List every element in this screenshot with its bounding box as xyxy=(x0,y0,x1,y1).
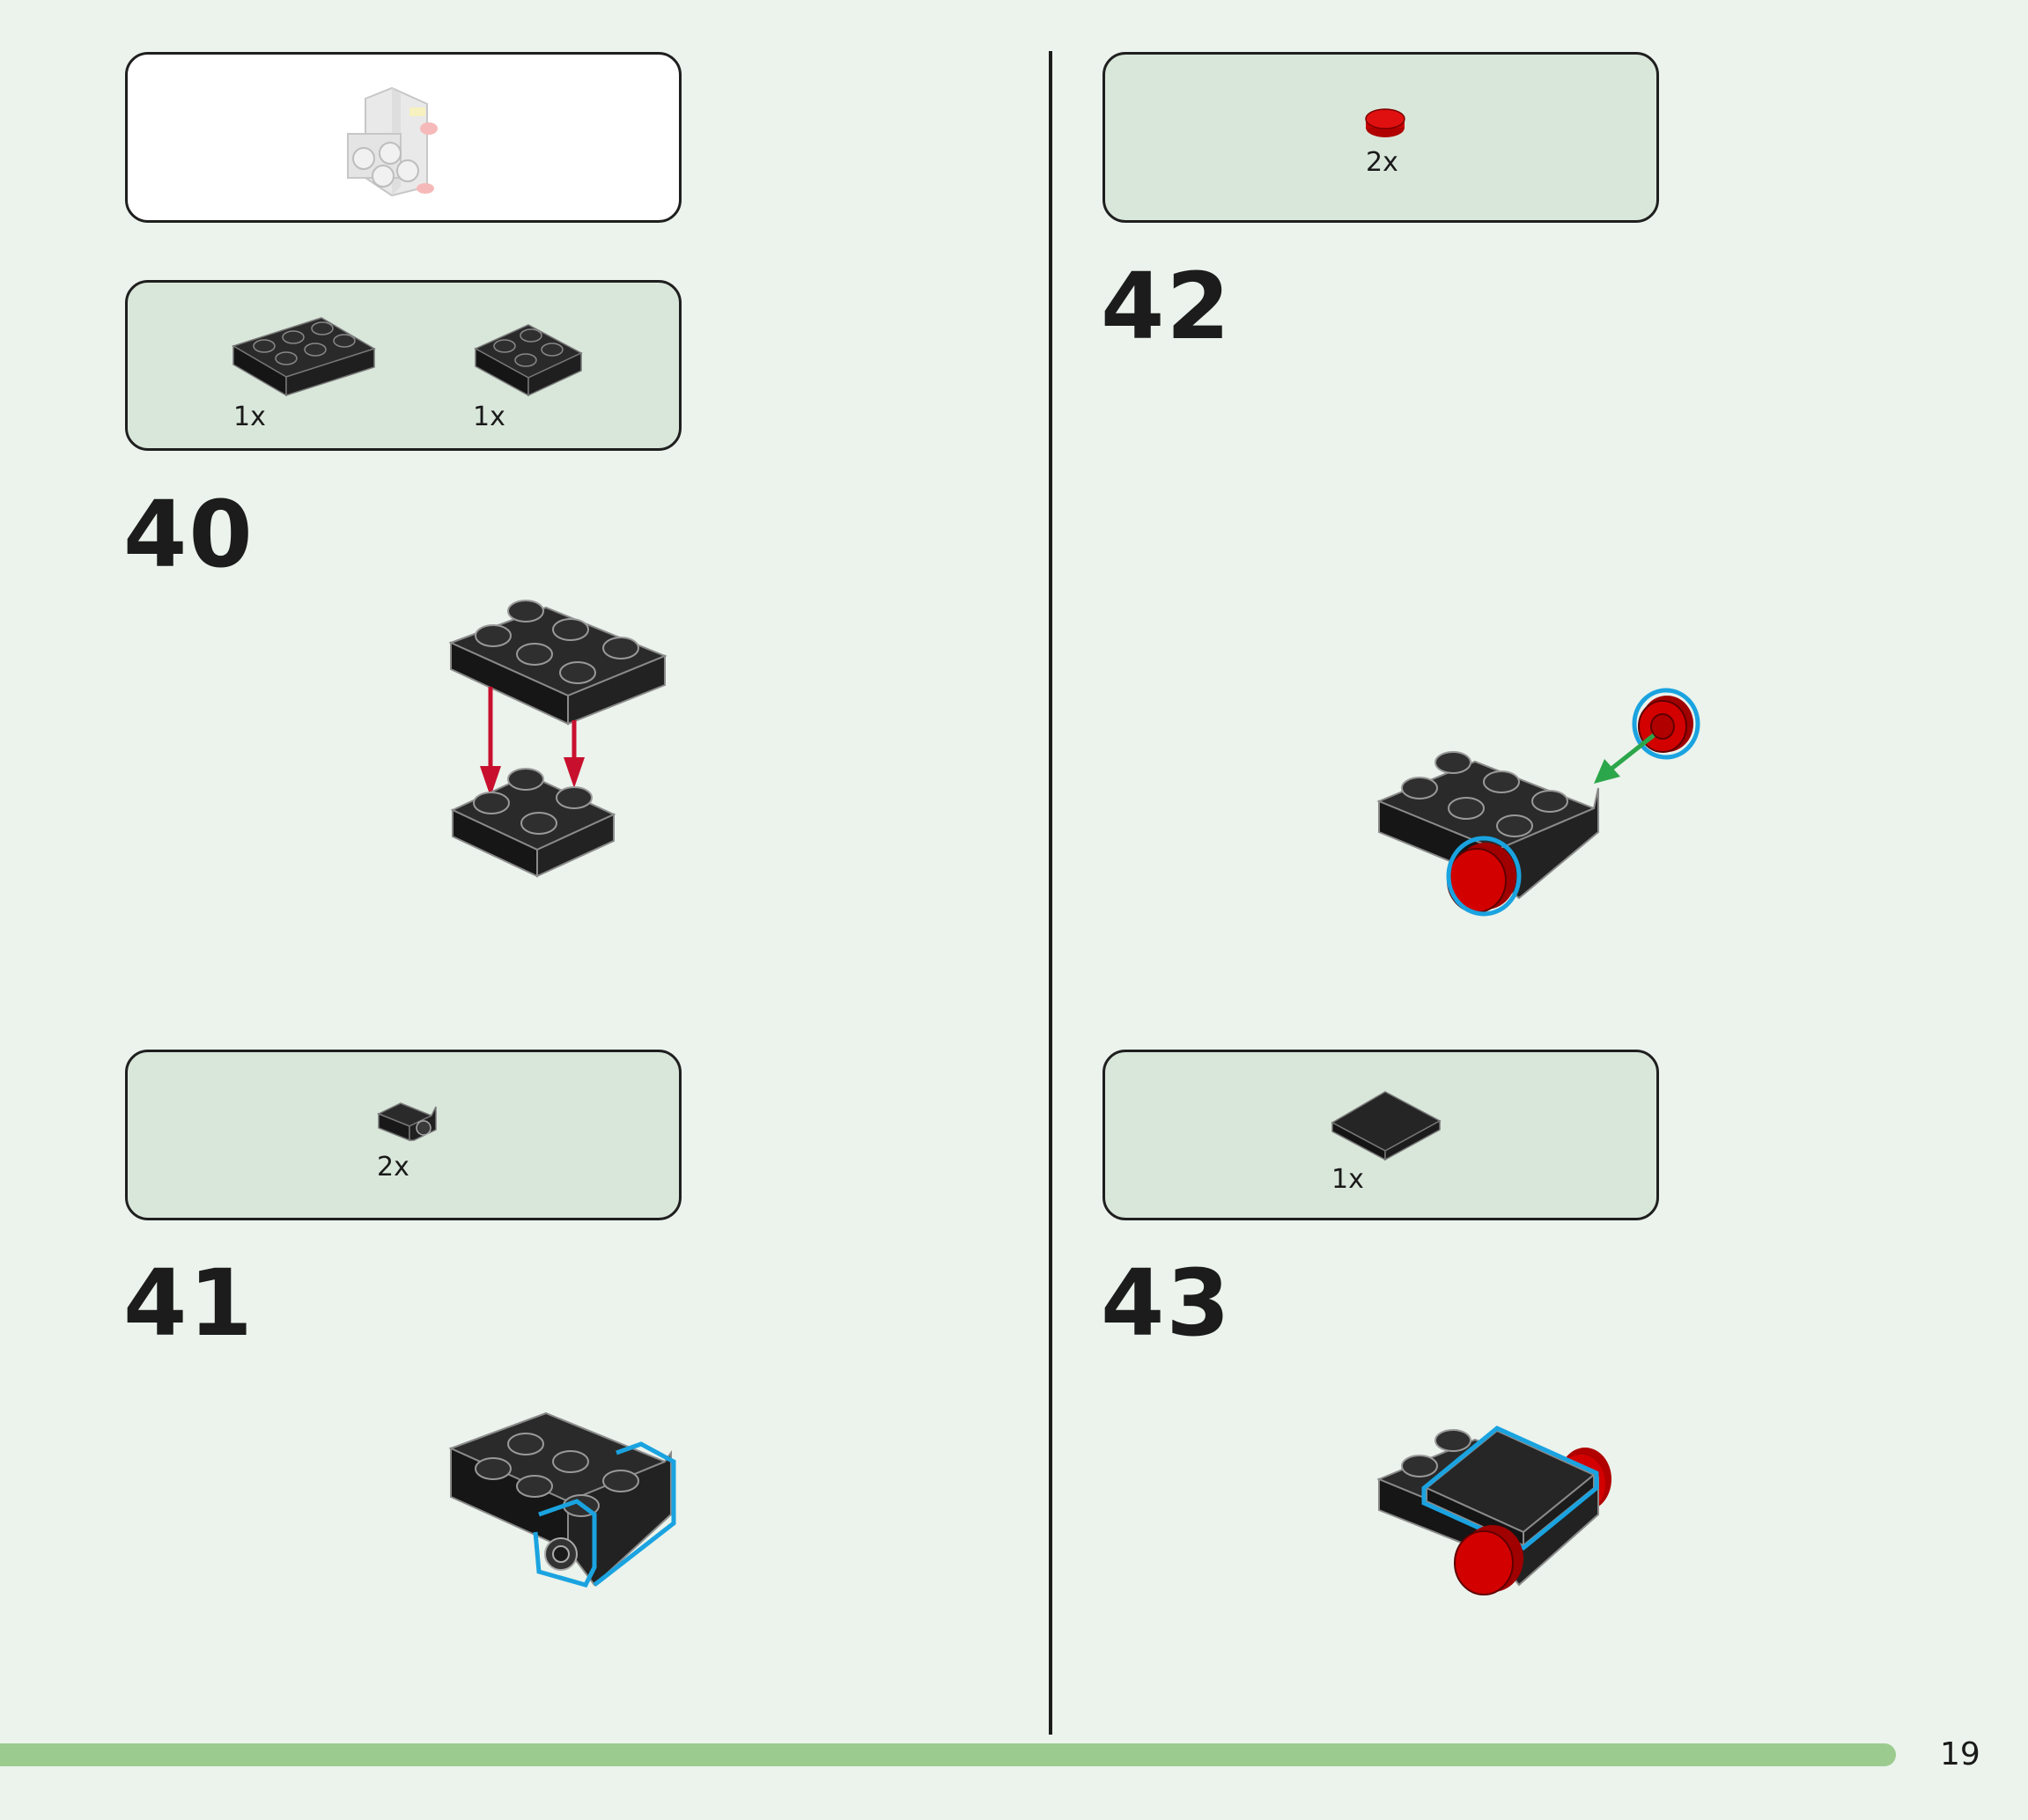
bracket-with-pin-hole-icon xyxy=(377,1102,437,1142)
page-number: 19 xyxy=(1940,1736,1980,1772)
step-number: 42 xyxy=(1101,253,1232,360)
parts-box-step-43: 1x xyxy=(1102,1050,1659,1220)
part-quantity: 1x xyxy=(473,402,505,432)
parts-box-step-41: 2x xyxy=(125,1050,682,1220)
model-preview-icon xyxy=(347,86,438,197)
round-tile-icon xyxy=(1365,108,1405,137)
plate-2x2-icon xyxy=(474,324,583,397)
step-number: 43 xyxy=(1101,1249,1232,1357)
model-preview-box xyxy=(125,52,682,223)
part-quantity: 1x xyxy=(233,402,266,432)
step-number: 41 xyxy=(123,1249,254,1357)
progress-bar xyxy=(0,1743,1896,1766)
parts-box-step-42: 2x xyxy=(1102,52,1659,223)
plate-2x3-icon xyxy=(232,317,376,397)
parts-box-step-40: 1x 1x xyxy=(125,280,682,451)
part-quantity: 1x xyxy=(1331,1164,1364,1195)
tile-2x2-icon xyxy=(1331,1091,1442,1161)
part-quantity: 2x xyxy=(1366,147,1398,178)
column-divider xyxy=(1049,51,1052,1735)
step-number: 40 xyxy=(123,481,254,588)
part-quantity: 2x xyxy=(377,1152,409,1183)
